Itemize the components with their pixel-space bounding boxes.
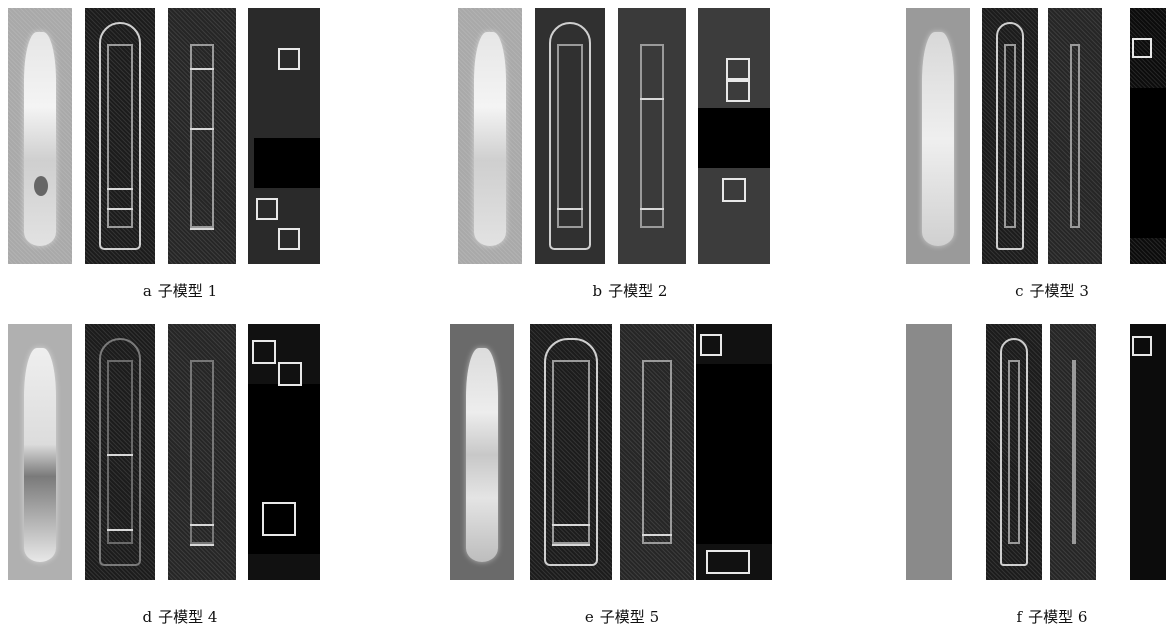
feature-map-1 bbox=[530, 324, 612, 580]
ship-image bbox=[8, 324, 72, 580]
feature-map-1 bbox=[986, 324, 1042, 580]
ship-image bbox=[8, 8, 72, 264]
feature-map-1 bbox=[85, 324, 155, 580]
feature-map-3 bbox=[1130, 8, 1166, 264]
feature-map-2 bbox=[620, 324, 694, 580]
feature-map-2 bbox=[168, 8, 236, 264]
ship-image bbox=[906, 8, 970, 264]
feature-map-2 bbox=[1048, 8, 1102, 264]
feature-map-3 bbox=[1130, 324, 1166, 580]
feature-map-3 bbox=[248, 8, 320, 264]
feature-map-2 bbox=[1050, 324, 1096, 580]
feature-map-1 bbox=[85, 8, 155, 264]
feature-map-1 bbox=[982, 8, 1038, 264]
ship-image bbox=[458, 8, 522, 264]
feature-map-3 bbox=[696, 324, 772, 580]
feature-map-1 bbox=[535, 8, 605, 264]
ship-image bbox=[906, 324, 952, 580]
feature-map-2 bbox=[618, 8, 686, 264]
ship-image bbox=[450, 324, 514, 580]
feature-map-2 bbox=[168, 324, 236, 580]
feature-map-3 bbox=[698, 8, 770, 264]
feature-map-3 bbox=[248, 324, 320, 580]
